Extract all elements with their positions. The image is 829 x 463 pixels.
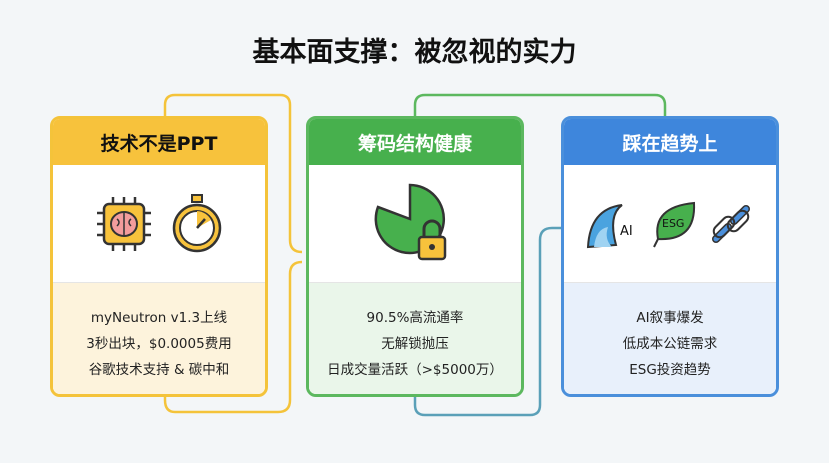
- card-line: myNeutron v1.3上线: [90, 309, 228, 326]
- page-title: 基本面支撑：被忽视的实力: [252, 37, 577, 68]
- esg-leaf-icon: ESG: [653, 201, 696, 247]
- card-line: 谷歌技术支持 & 碳中和: [88, 361, 230, 378]
- chain-link-icon: [712, 204, 750, 243]
- card-line: 3秒出块，$0.0005费用: [86, 335, 232, 352]
- card-technology: 技术不是PPT myNeutron v1.3上线 3秒出块，$0.0005费用 …: [50, 116, 268, 397]
- card-trends: 踩在趋势上 AI ESG AI叙事爆发 低成本公链需求 ESG投资趋势: [561, 116, 779, 397]
- card-line: ESG投资趋势: [629, 361, 711, 378]
- esg-label: ESG: [662, 217, 684, 230]
- card-line: 无解锁抛压: [381, 335, 449, 352]
- card-line: 低成本公链需求: [622, 335, 718, 352]
- card-line: AI叙事爆发: [636, 309, 704, 326]
- card-token-structure: 筹码结构健康 90.5%高流通率 无解锁抛压 日成交量活跃（>$5000万）: [306, 116, 524, 397]
- card-line: 90.5%高流通率: [366, 309, 464, 326]
- stopwatch-icon: [172, 193, 222, 252]
- pie-lock-icon: [374, 183, 447, 260]
- ai-wave-icon: AI: [586, 203, 633, 248]
- card-header: 筹码结构健康: [309, 119, 521, 165]
- ai-chip-icon: [97, 196, 151, 251]
- card-line: 日成交量活跃（>$5000万）: [327, 361, 503, 378]
- card-header: 踩在趋势上: [564, 119, 776, 165]
- ai-label: AI: [620, 224, 633, 239]
- card-header: 技术不是PPT: [53, 119, 265, 165]
